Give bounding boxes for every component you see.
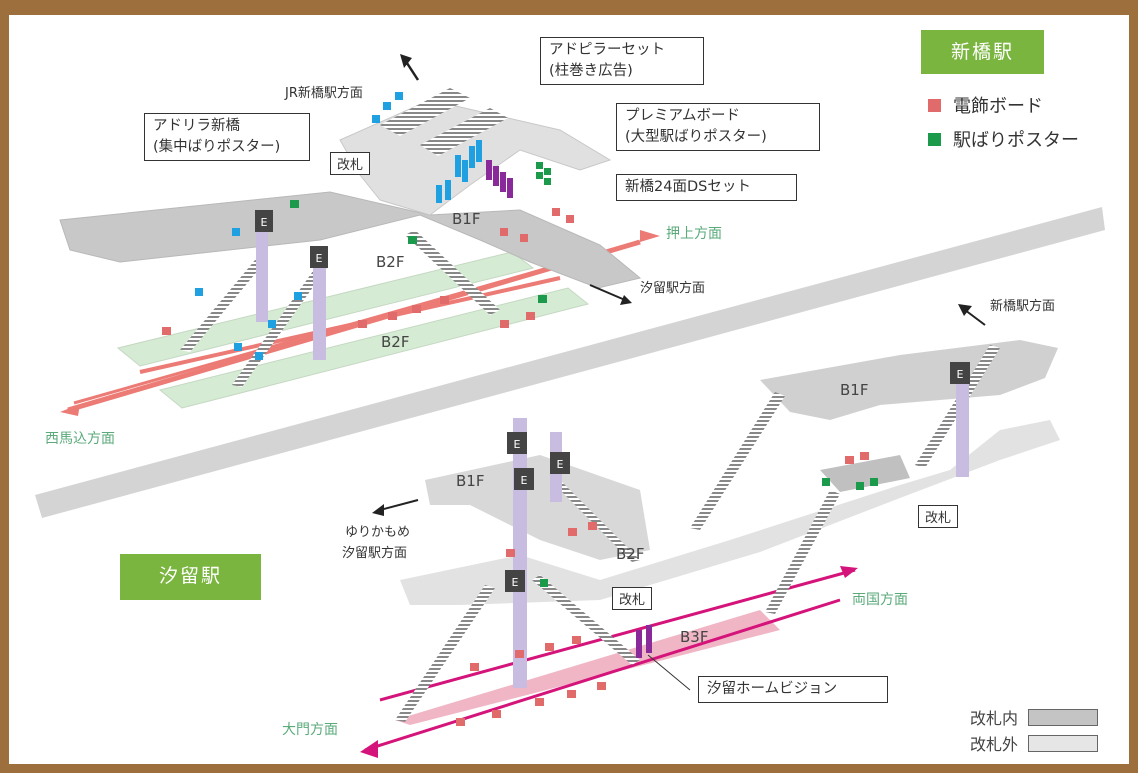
legend-denshoku: 電飾ボード xyxy=(928,88,1079,122)
callout-premium-line2: (大型駅ばりポスター) xyxy=(625,129,767,145)
dir-shimbashi-station: 新橋駅方面 xyxy=(990,299,1056,314)
gate-legend: 改札内 改札外 xyxy=(970,704,1099,756)
dir-daimon: 大門方面 xyxy=(282,722,338,738)
floor-shimbashi-b2f-lower: B2F xyxy=(381,333,410,351)
gate-legend-inside: 改札内 xyxy=(970,704,1099,730)
gate-legend-outside: 改札外 xyxy=(970,730,1099,756)
dir-yurikamome-line1: ゆりかもめ xyxy=(345,525,411,540)
svg-text:E: E xyxy=(316,252,323,265)
legend-ekibari-label: 駅ばりポスター xyxy=(953,130,1079,151)
floor-shiodome-b1f-left: B1F xyxy=(456,472,485,490)
callout-adrira: アドリラ新橋 (集中ばりポスター) xyxy=(144,113,310,161)
floor-shiodome-b3f: B3F xyxy=(680,628,709,646)
callout-ds24: 新橋24面DSセット xyxy=(616,174,797,201)
callout-homevision: 汐留ホームビジョン xyxy=(698,676,888,703)
shimbashi-structure: E E xyxy=(59,54,660,416)
svg-text:E: E xyxy=(521,474,528,487)
divider-band xyxy=(35,207,1105,518)
gate-outside-label: 改札外 xyxy=(970,735,1019,754)
gate-label-shiodome-right: 改札 xyxy=(918,505,959,528)
shiodome-structure: E E E E E xyxy=(360,304,1060,758)
svg-text:E: E xyxy=(957,368,964,381)
svg-text:E: E xyxy=(261,216,268,229)
ad-legend: 電飾ボード 駅ばりポスター xyxy=(928,88,1079,156)
callout-premium-line1: プレミアムボード xyxy=(625,108,740,124)
floor-shiodome-b2f: B2F xyxy=(616,545,645,563)
dir-nishimagome: 西馬込方面 xyxy=(45,431,115,447)
gate-label-shiodome-center: 改札 xyxy=(612,587,653,610)
dir-jr-shimbashi: JR新橋駅方面 xyxy=(285,86,363,101)
dir-shiodome-station: 汐留駅方面 xyxy=(640,281,706,296)
dir-yurikamome-line2: 汐留駅方面 xyxy=(342,546,408,561)
dir-ryogoku: 両国方面 xyxy=(852,592,908,608)
ekibari-swatch xyxy=(928,132,941,146)
shimbashi-station-badge: 新橋駅 xyxy=(921,30,1044,74)
gate-inside-label: 改札内 xyxy=(970,709,1019,728)
denshoku-swatch xyxy=(928,98,941,112)
floor-shimbashi-b1f: B1F xyxy=(452,210,481,228)
gate-outside-swatch xyxy=(1028,734,1099,752)
legend-ekibari: 駅ばりポスター xyxy=(928,122,1079,156)
svg-text:E: E xyxy=(512,576,519,589)
dir-oshiage: 押上方面 xyxy=(666,226,722,242)
svg-text:E: E xyxy=(557,458,564,471)
callout-premium: プレミアムボード (大型駅ばりポスター) xyxy=(616,103,820,151)
gate-inside-swatch xyxy=(1028,708,1099,726)
floor-shimbashi-b2f-upper: B2F xyxy=(376,253,405,271)
callout-adrira-line1: アドリラ新橋 xyxy=(153,118,240,134)
shiodome-station-badge: 汐留駅 xyxy=(120,554,261,600)
floor-shiodome-b1f-right: B1F xyxy=(840,381,869,399)
callout-adpillar: アドピラーセット (柱巻き広告) xyxy=(540,37,704,85)
svg-text:E: E xyxy=(514,438,521,451)
callout-adrira-line2: (集中ばりポスター) xyxy=(153,139,281,155)
callout-adpillar-line2: (柱巻き広告) xyxy=(549,63,633,79)
gate-label-shimbashi: 改札 xyxy=(330,152,371,175)
legend-denshoku-label: 電飾ボード xyxy=(953,96,1043,117)
callout-adpillar-line1: アドピラーセット xyxy=(549,42,665,58)
